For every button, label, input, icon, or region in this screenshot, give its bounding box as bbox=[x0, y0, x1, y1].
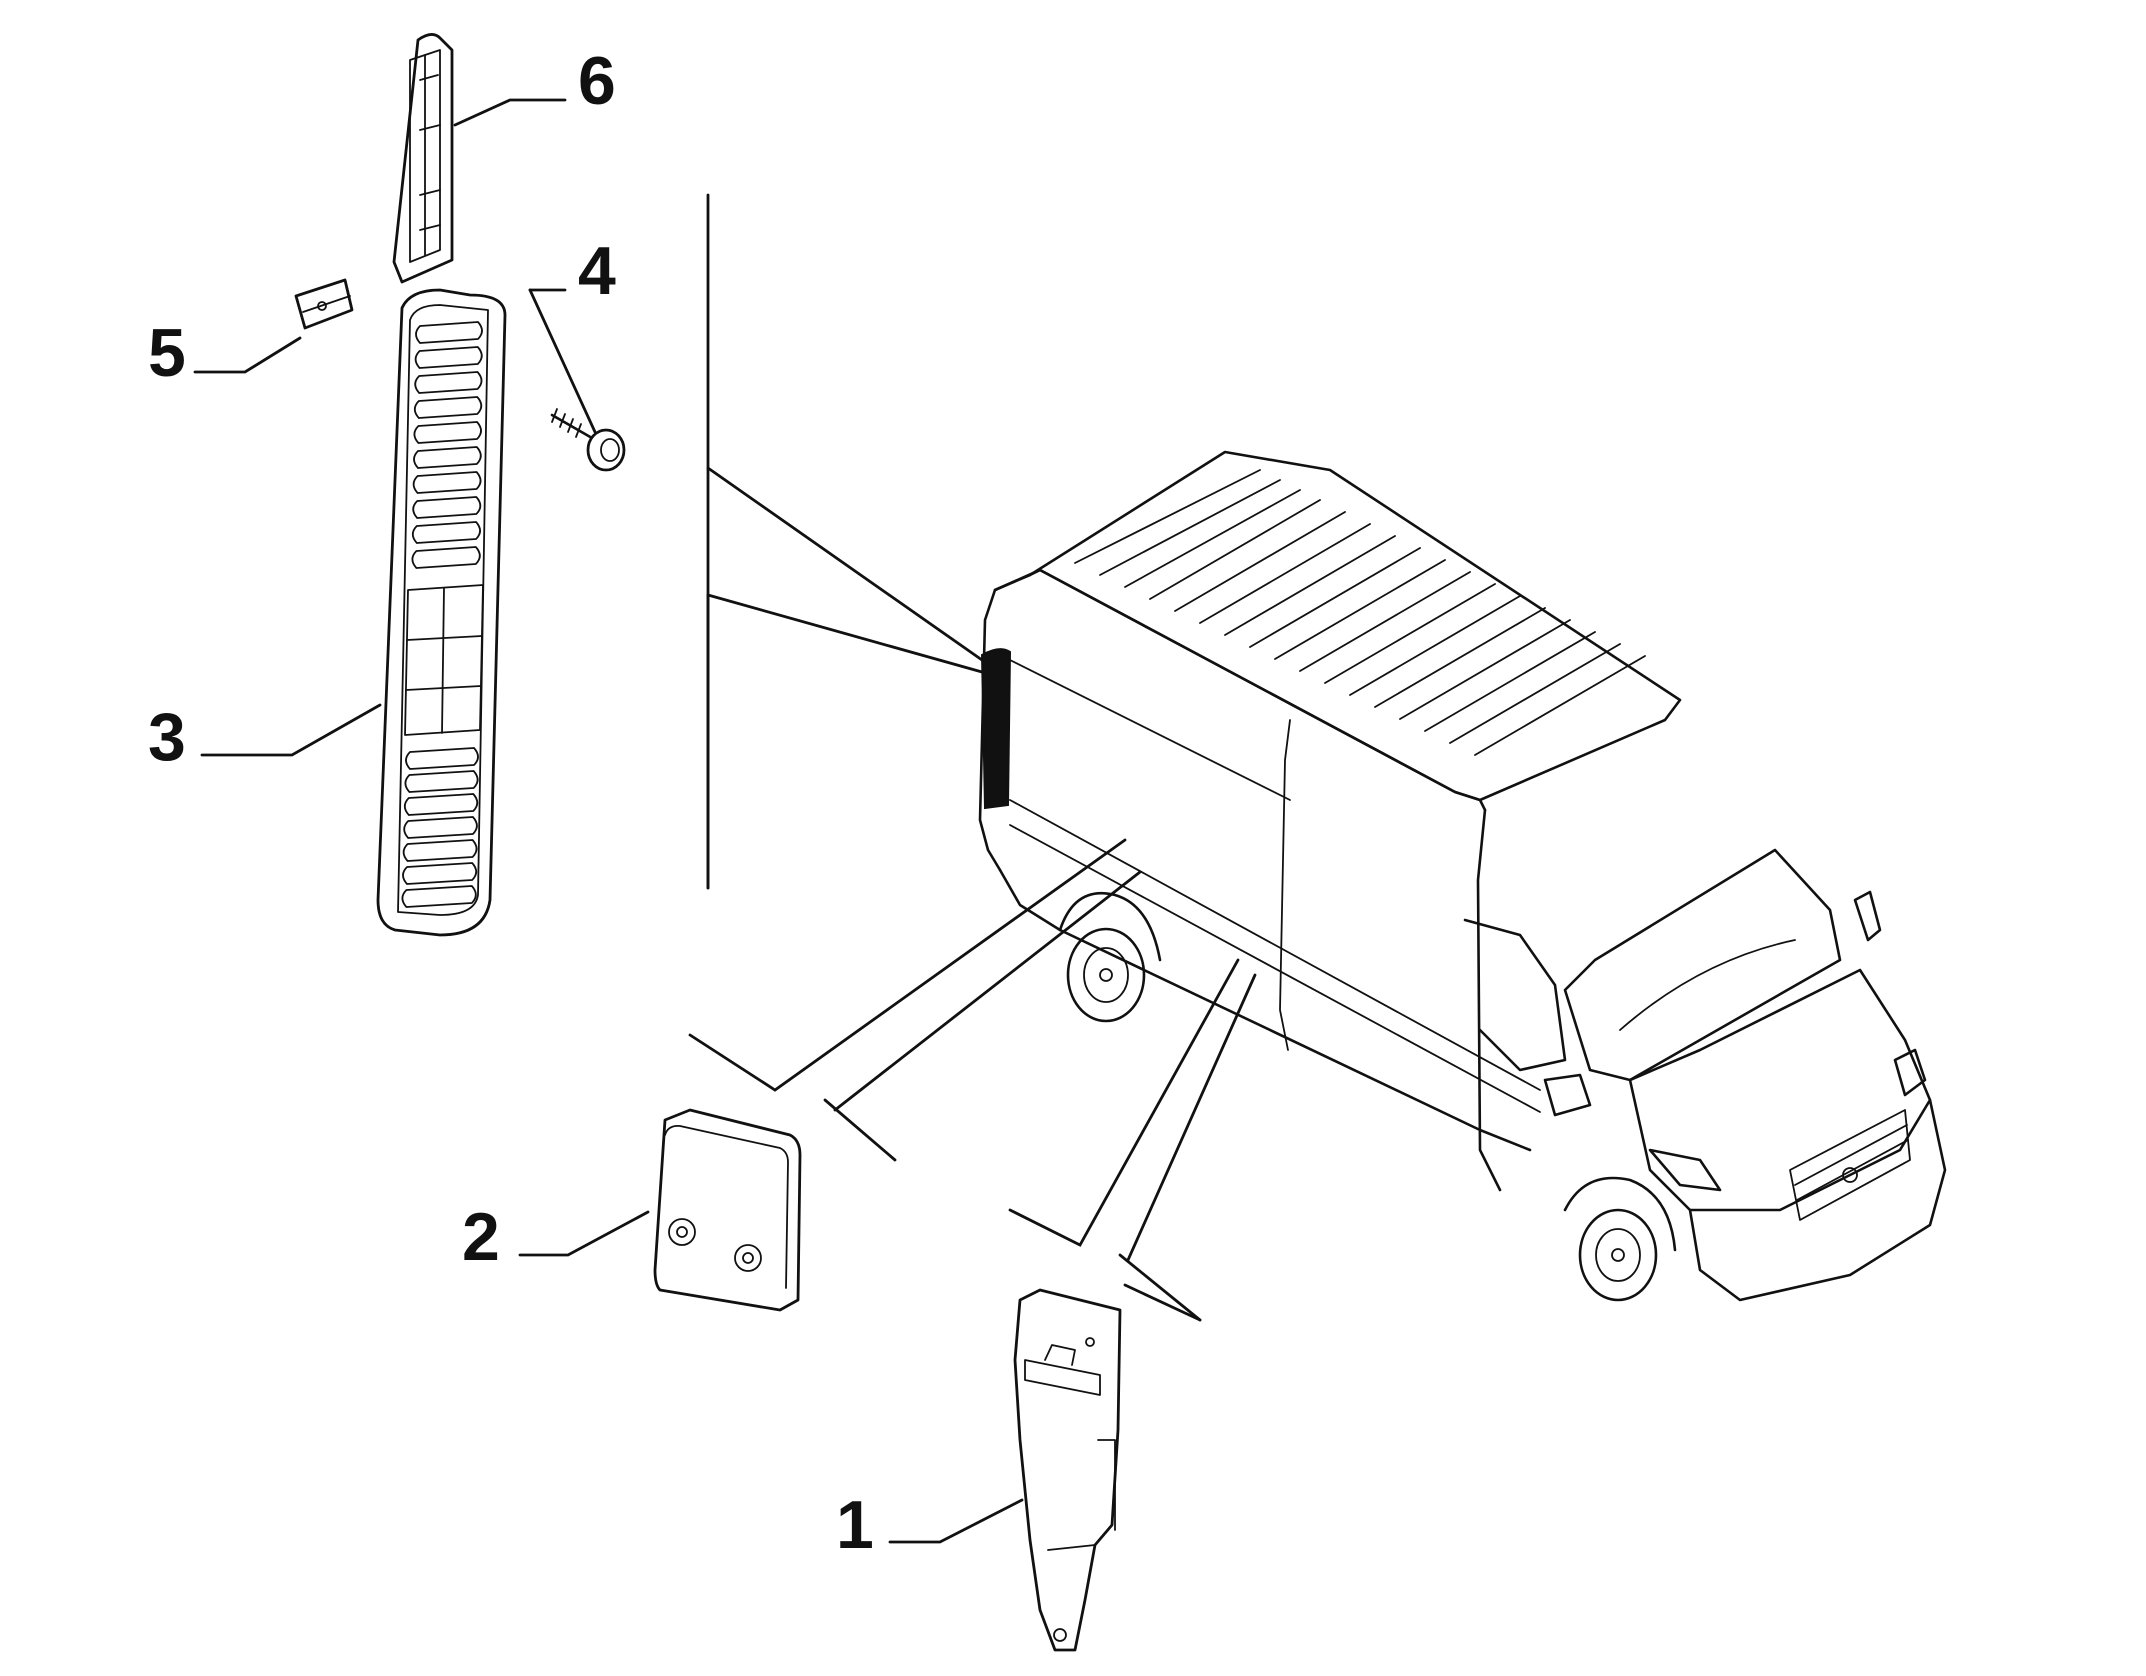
callout-1: 1 bbox=[836, 1487, 1024, 1563]
van-front-wheel-arch bbox=[1563, 1176, 1677, 1252]
van-front-bumper bbox=[1688, 1098, 1947, 1302]
callout-label-4: 4 bbox=[578, 233, 616, 309]
vent-slot bbox=[412, 496, 482, 519]
van-badge bbox=[1842, 1167, 1858, 1183]
van-side-crease bbox=[1009, 799, 1541, 1091]
part-1-trim-strip bbox=[1013, 1288, 1122, 1652]
van-illustration bbox=[978, 450, 1947, 1302]
vent-slot bbox=[401, 885, 477, 908]
vent-slot bbox=[413, 421, 482, 444]
vent-slot bbox=[414, 371, 483, 394]
leader-lines bbox=[688, 193, 1257, 1322]
vent-slot bbox=[413, 446, 482, 469]
callout-5: 5 bbox=[148, 315, 302, 391]
part-2-cap bbox=[653, 1108, 802, 1312]
vent-slot bbox=[411, 521, 481, 544]
van-headlight-right bbox=[1893, 1048, 1927, 1097]
van-rear-wheel bbox=[1066, 927, 1146, 1023]
van-rear-wheel-arch bbox=[1058, 891, 1162, 962]
vent-slot bbox=[412, 471, 482, 494]
vent-slot bbox=[402, 839, 478, 862]
van-cab-pillar bbox=[1476, 808, 1502, 1192]
vent-slot bbox=[411, 546, 481, 569]
vent-slot bbox=[413, 396, 483, 419]
callout-6: 6 bbox=[453, 43, 616, 127]
van-bonnet bbox=[1628, 968, 1932, 1212]
van-roofline-side bbox=[993, 568, 1487, 812]
callout-label-3: 3 bbox=[148, 699, 186, 775]
callout-4: 4 bbox=[528, 233, 616, 434]
van-grille bbox=[1789, 1109, 1911, 1221]
van-side-upper-crease bbox=[1009, 659, 1291, 801]
vent-slot bbox=[403, 793, 479, 816]
van-highlighted-vent-area bbox=[980, 648, 1012, 810]
vent-slot bbox=[402, 862, 478, 885]
van-roof-ribs bbox=[1074, 469, 1646, 756]
callout-label-5: 5 bbox=[148, 315, 186, 391]
part-4-screw bbox=[550, 408, 626, 472]
vent-slot bbox=[405, 747, 479, 770]
vent-slots-upper bbox=[411, 321, 483, 569]
van-windscreen bbox=[1563, 848, 1842, 1082]
part-6-vent-bracket bbox=[392, 33, 454, 284]
vent-slot bbox=[415, 321, 483, 344]
van-front-wheel-hub bbox=[1595, 1228, 1641, 1282]
van-side-mirror bbox=[1543, 1073, 1592, 1117]
callout-label-2: 2 bbox=[462, 1199, 500, 1275]
van-side-sill bbox=[998, 868, 1532, 1152]
vent-slot bbox=[414, 346, 483, 369]
part-3-vent-grille bbox=[376, 288, 507, 937]
van-sliding-door-seam bbox=[1279, 719, 1291, 1051]
callout-3: 3 bbox=[148, 699, 382, 775]
part-5-clip bbox=[294, 278, 354, 330]
van-side-mirror-right bbox=[1853, 890, 1882, 942]
van-headlight-left bbox=[1648, 1148, 1722, 1192]
van-side-crease-2 bbox=[1009, 824, 1541, 1113]
van-rear-wheel-hub bbox=[1083, 947, 1129, 1003]
vent-slot bbox=[403, 816, 478, 839]
van-dashboard bbox=[1619, 939, 1796, 1031]
van-front-wheel bbox=[1578, 1208, 1658, 1302]
van-cab-side-window bbox=[1463, 918, 1567, 1072]
van-roof bbox=[1028, 450, 1682, 802]
vent-slots-lower bbox=[401, 747, 479, 908]
callout-2: 2 bbox=[462, 1199, 650, 1275]
callout-label-6: 6 bbox=[578, 43, 616, 119]
callout-label-1: 1 bbox=[836, 1487, 874, 1563]
vent-slot bbox=[404, 770, 479, 793]
vent-centre-panel bbox=[404, 584, 484, 736]
